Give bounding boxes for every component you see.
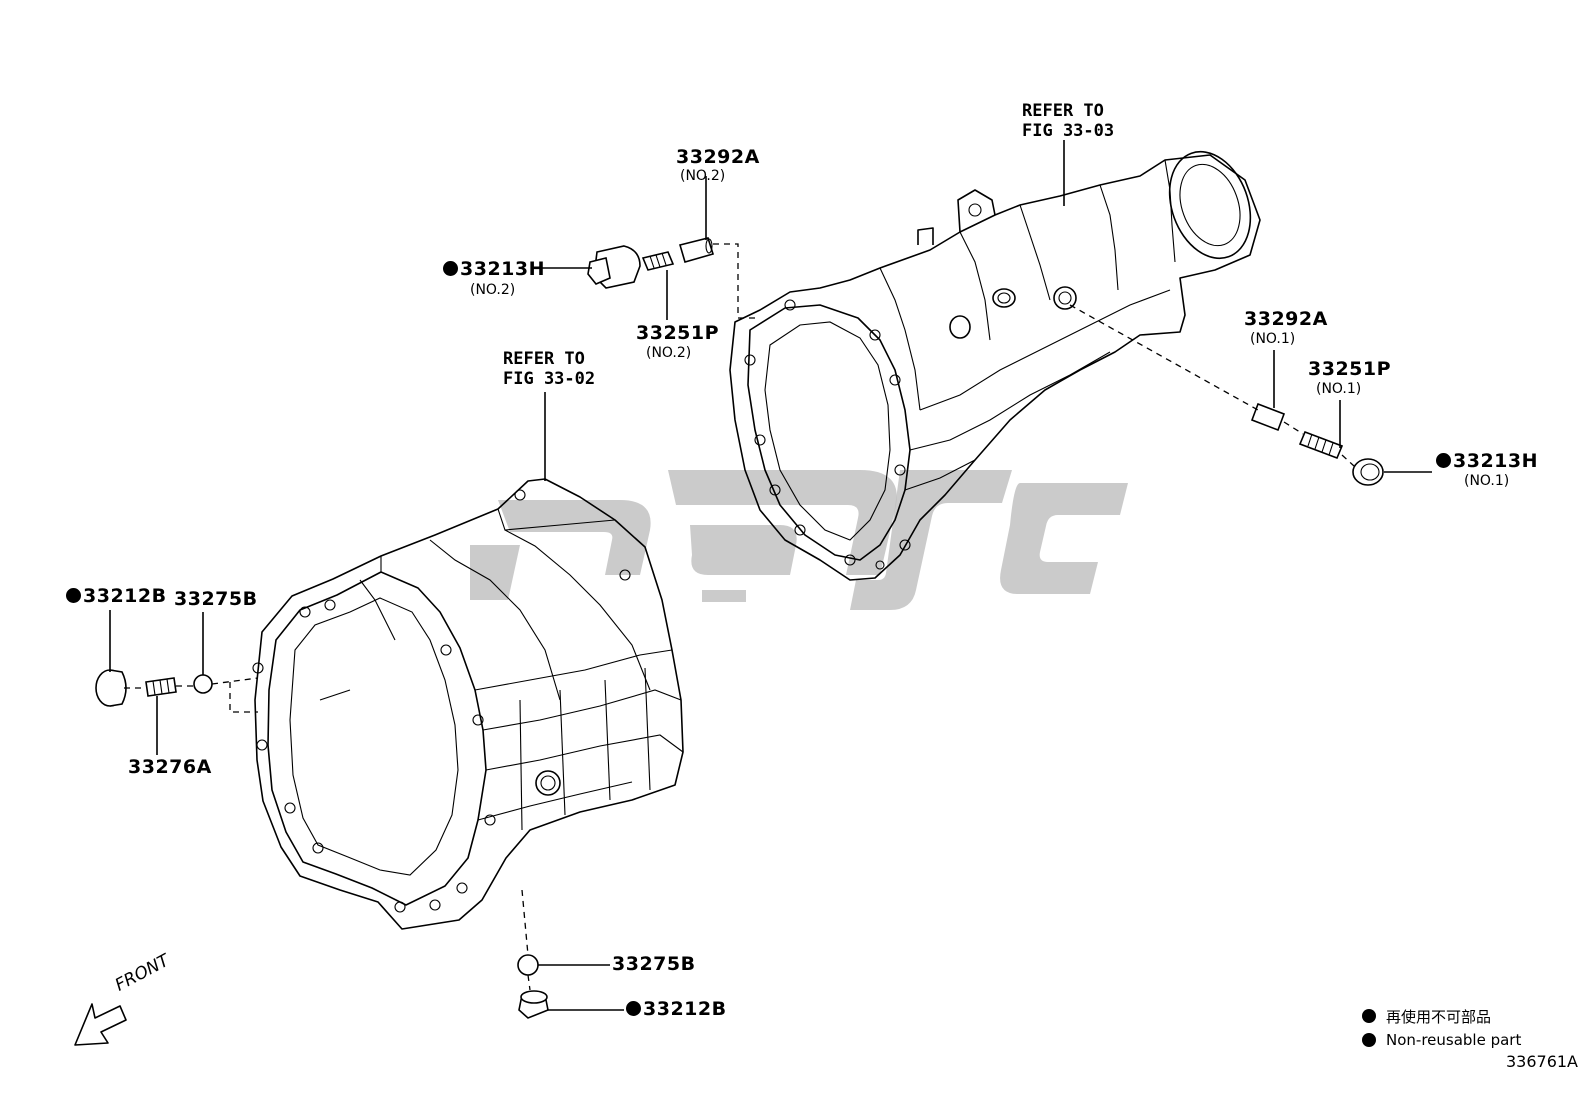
front-arrow-icon: [74, 1003, 127, 1046]
callout-qualifier: (NO.1): [1464, 473, 1510, 489]
part-33251p-no2-spring: [641, 251, 675, 271]
callout-33275b-left[interactable]: 33275B: [174, 588, 258, 610]
figure-number: 336761A: [1505, 1052, 1578, 1071]
part-33213h-no1-plug: [1352, 458, 1384, 486]
callout-33275b-bottom[interactable]: 33275B: [612, 953, 696, 975]
part-33275b-left-ball: [193, 674, 213, 694]
refer-fig-33-02[interactable]: REFER TO FIG 33-02: [503, 349, 596, 389]
callout-qualifier: (NO.2): [470, 282, 516, 298]
legend-item: Non-reusable part: [1362, 1028, 1521, 1052]
non-reusable-dot-icon: [443, 261, 458, 276]
legend-item: 再使用不可部品: [1362, 1004, 1521, 1028]
callout-qualifier: (NO.1): [1250, 331, 1296, 347]
callout-33251p-no1[interactable]: 33251P: [1308, 358, 1392, 380]
callout-33276a[interactable]: 33276A: [128, 756, 212, 778]
callout-part-number: 33212B: [643, 998, 727, 1020]
part-33212b-bottom-plug: [518, 990, 549, 1019]
callout-part-number: 33212B: [83, 585, 167, 607]
callout-33212b-left[interactable]: 33212B: [66, 587, 167, 606]
part-33292a-no1-plunger: [1250, 402, 1286, 432]
callout-part-number: 33213H: [460, 258, 546, 280]
refer-line2: FIG 33-02: [503, 368, 596, 389]
callout-part-number: 33213H: [1453, 450, 1539, 472]
part-33276a-spring: [145, 677, 177, 697]
rear-extension-housing: [729, 150, 1261, 581]
dashed-alignment-lines: [124, 243, 1355, 991]
refer-line1: REFER TO: [1022, 101, 1104, 121]
callout-qualifier: (NO.2): [680, 168, 726, 184]
refer-line2: FIG 33-03: [1022, 120, 1115, 141]
non-reusable-dot-icon: [1436, 453, 1451, 468]
callout-33292a-no1[interactable]: 33292A: [1244, 308, 1328, 330]
legend-text: Non-reusable part: [1386, 1031, 1522, 1049]
callout-33213h-no2[interactable]: 33213H: [443, 260, 545, 279]
non-reusable-dot-icon: [626, 1001, 641, 1016]
callout-33213h-no1[interactable]: 33213H: [1436, 452, 1538, 471]
callout-33292a-no2[interactable]: 33292A: [676, 146, 760, 168]
legend: 再使用不可部品 Non-reusable part: [1362, 1004, 1521, 1052]
refer-fig-33-03[interactable]: REFER TO FIG 33-03: [1022, 101, 1115, 141]
legend-text: 再使用不可部品: [1386, 1007, 1492, 1026]
callout-33212b-bottom[interactable]: 33212B: [626, 1000, 727, 1019]
part-33292a-no2-plunger: [678, 237, 715, 263]
part-33213h-no2-plug: [587, 245, 641, 289]
callout-33251p-no2[interactable]: 33251P: [636, 322, 720, 344]
non-reusable-dot-icon: [1362, 1033, 1376, 1047]
front-transmission-case: [252, 478, 684, 930]
leader-lines: [109, 140, 1432, 1011]
callout-qualifier: (NO.2): [646, 345, 692, 361]
non-reusable-dot-icon: [66, 588, 81, 603]
callout-qualifier: (NO.1): [1316, 381, 1362, 397]
part-33212b-left-plug: [95, 669, 127, 707]
part-33275b-bottom-ball: [517, 954, 539, 976]
non-reusable-dot-icon: [1362, 1009, 1376, 1023]
refer-line1: REFER TO: [503, 349, 585, 369]
part-33251p-no1-spring: [1298, 430, 1344, 460]
